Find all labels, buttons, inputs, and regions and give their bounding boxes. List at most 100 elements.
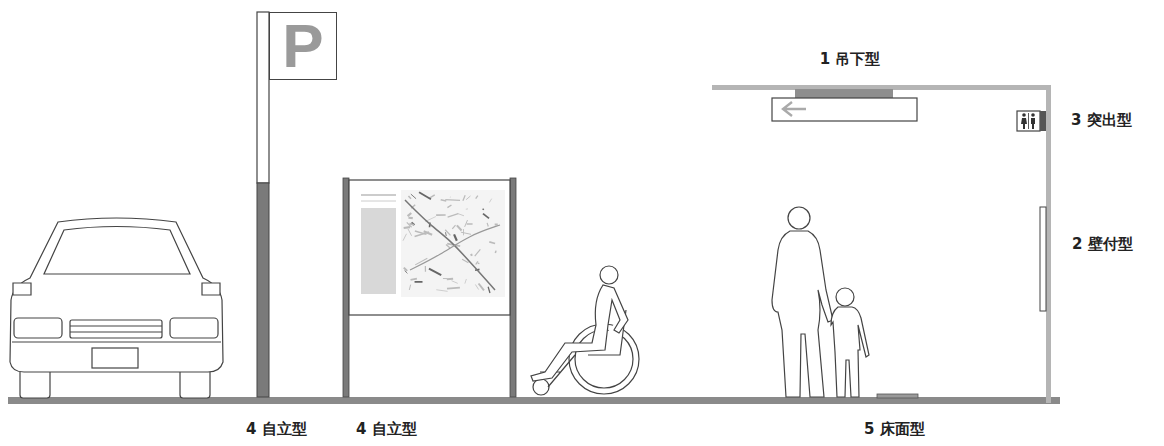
hanging-sign xyxy=(772,89,917,121)
drawing-part xyxy=(361,208,396,294)
drawing-part xyxy=(70,320,162,338)
drawing-part xyxy=(489,199,491,203)
drawing-part xyxy=(461,232,471,234)
drawing-part xyxy=(475,249,481,256)
drawing-part xyxy=(411,194,416,199)
drawing-part xyxy=(470,254,473,256)
drawing-part xyxy=(411,279,417,280)
drawing-part xyxy=(1021,118,1027,129)
drawing-part xyxy=(476,261,478,264)
drawing-part xyxy=(409,285,410,290)
type-label: 1 吊下型 xyxy=(820,50,881,68)
drawing-part xyxy=(408,213,412,216)
sign-pole xyxy=(257,12,269,397)
drawing-part xyxy=(12,341,221,342)
drawing-part xyxy=(1031,118,1035,129)
drawing-part xyxy=(404,226,410,229)
drawing-part xyxy=(70,331,162,332)
drawing-part xyxy=(409,224,413,225)
type-label: 4 自立型 xyxy=(356,420,417,438)
drawing-part xyxy=(10,218,223,372)
drawing-part xyxy=(533,379,549,395)
drawing-part xyxy=(449,196,451,197)
map-board xyxy=(343,178,516,397)
drawing-part xyxy=(447,205,451,208)
drawing-part xyxy=(419,192,431,199)
drawing-part xyxy=(772,231,833,397)
drawing-part xyxy=(483,214,489,219)
drawing-part xyxy=(477,263,479,264)
type-label: 3 突出型 xyxy=(1071,111,1132,129)
drawing-part xyxy=(343,178,349,397)
drawing-part xyxy=(445,232,447,236)
drawing-part xyxy=(465,279,467,284)
drawing-part xyxy=(463,195,465,200)
drawing-part xyxy=(447,278,453,280)
drawing-part xyxy=(482,209,484,210)
ground xyxy=(8,85,1060,404)
drawing-part xyxy=(429,195,434,198)
drawing-part xyxy=(463,229,464,235)
projecting-sign xyxy=(1017,111,1046,131)
drawing-part xyxy=(445,199,460,201)
drawing-part xyxy=(361,194,396,196)
drawing-part xyxy=(488,287,490,293)
drawing-part xyxy=(361,201,396,202)
drawing-part xyxy=(443,278,447,279)
drawing-part xyxy=(408,196,411,199)
drawing-part xyxy=(510,178,516,397)
drawing-part xyxy=(1040,111,1046,131)
drawing-part xyxy=(476,196,478,199)
drawing-part xyxy=(495,223,498,225)
drawing-part xyxy=(475,284,478,289)
drawing-part xyxy=(489,242,495,244)
car xyxy=(10,218,223,398)
drawing-part xyxy=(783,102,806,116)
drawing-part xyxy=(1046,85,1051,403)
drawing-part xyxy=(487,223,488,227)
drawing-part xyxy=(495,251,497,253)
drawing-part xyxy=(531,285,628,381)
pedestrians xyxy=(772,207,869,397)
drawing-part xyxy=(466,208,468,209)
drawing-part xyxy=(257,12,269,183)
drawing-part xyxy=(70,325,162,326)
drawing-part xyxy=(466,196,470,200)
drawing-part xyxy=(410,225,500,270)
drawing-part xyxy=(405,200,495,290)
drawing-part xyxy=(403,192,500,293)
drawing-part xyxy=(454,234,457,240)
drawing-part xyxy=(1017,111,1040,131)
drawing-part xyxy=(429,269,441,276)
drawing-part xyxy=(446,244,450,248)
drawing-part xyxy=(1028,113,1029,129)
drawing-part xyxy=(405,271,408,274)
drawing-part xyxy=(445,230,450,236)
drawing-part xyxy=(772,98,917,121)
drawing-part xyxy=(257,183,269,397)
drawing-part xyxy=(479,283,484,290)
drawing-part xyxy=(436,290,447,292)
drawing-part xyxy=(836,288,854,306)
drawing-part xyxy=(788,207,810,229)
drawing-part xyxy=(600,266,618,284)
sign-panel: P xyxy=(269,12,337,80)
floor-sign xyxy=(877,394,918,398)
drawing-part xyxy=(457,225,462,230)
type-label: 2 壁付型 xyxy=(1072,235,1133,253)
drawing-part xyxy=(458,214,464,216)
drawing-part xyxy=(436,214,446,216)
drawing-part xyxy=(13,283,220,295)
drawing-part xyxy=(795,89,893,98)
drawing-part xyxy=(92,348,138,368)
drawing-part xyxy=(408,217,412,220)
drawing-part xyxy=(831,307,869,397)
drawing-part xyxy=(1022,113,1026,117)
wall-sign xyxy=(1040,207,1046,311)
drawing-part xyxy=(1031,113,1035,117)
drawing-part xyxy=(447,288,460,289)
drawing-part xyxy=(448,214,459,217)
drawing-part xyxy=(44,227,190,275)
